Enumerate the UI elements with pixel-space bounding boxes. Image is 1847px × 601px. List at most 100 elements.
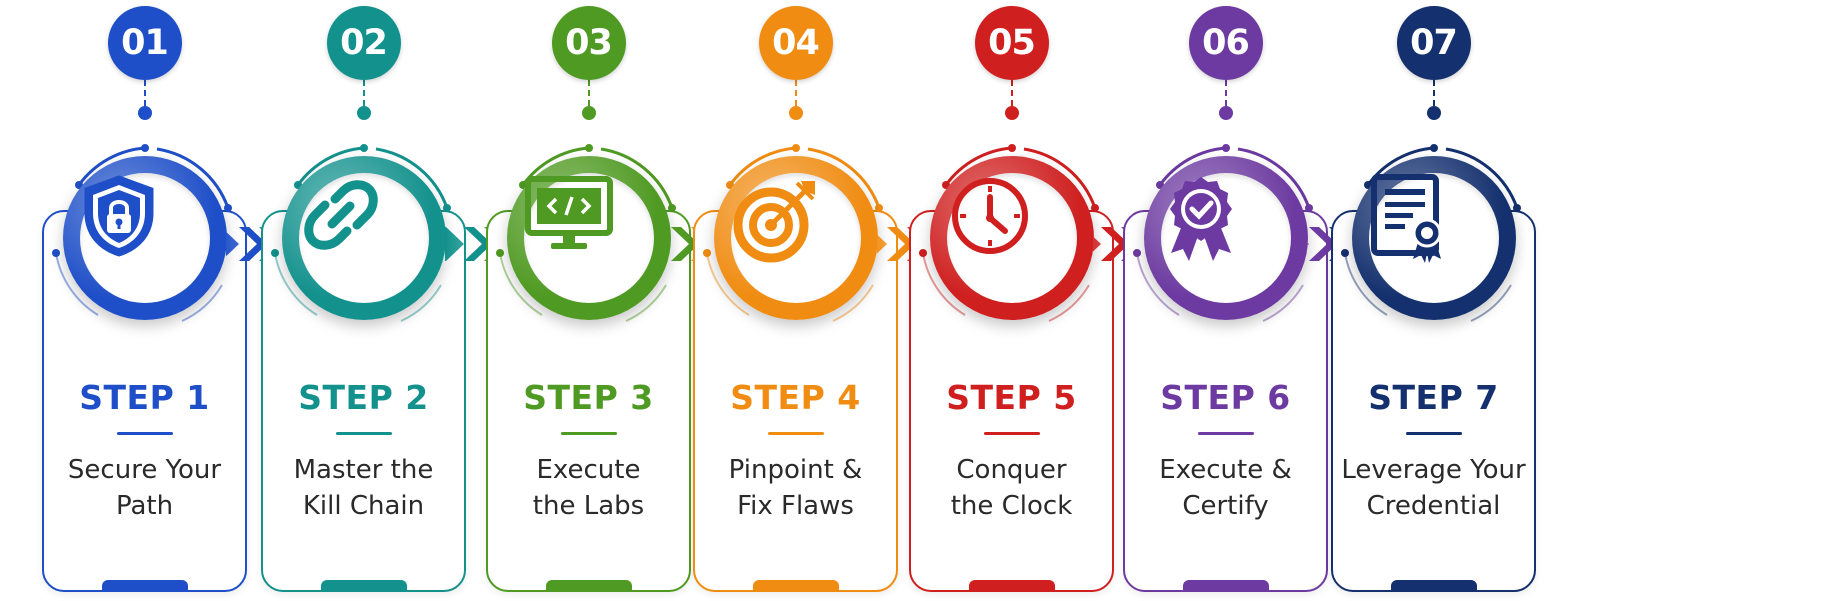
step-column: 04 STEP 4 (673, 0, 918, 601)
step-number: 06 (1202, 23, 1250, 63)
step-card-bar (968, 580, 1055, 592)
step-title-underline (1405, 432, 1462, 435)
step-column: 02 STEP 2 (241, 0, 486, 601)
connector-dot (581, 106, 596, 120)
step-number-badge: 07 (1396, 6, 1471, 80)
connector-dash (1432, 80, 1435, 106)
icon-circle (62, 156, 227, 320)
step-description-line: Execute (536, 455, 641, 485)
step-number-badge: 01 (107, 6, 182, 80)
step-number-badge: 05 (974, 6, 1049, 80)
step-title: STEP 2 (298, 378, 429, 417)
step-icon-ring (899, 125, 1125, 351)
step-description-line: Credential (1366, 491, 1501, 521)
connector-dash (794, 80, 797, 106)
step-description-line: Conquer (956, 455, 1067, 485)
step-number-badge: 04 (758, 6, 833, 80)
step-description-line: Secure Your (67, 455, 222, 485)
step-number: 07 (1410, 23, 1458, 63)
connector-dot (137, 106, 152, 120)
shield-lock-icon (79, 173, 210, 303)
icon-circle (281, 156, 446, 320)
step-number: 02 (340, 23, 388, 63)
step-description-line: Master the (293, 455, 434, 485)
target-icon (730, 173, 861, 303)
connector-dot (1218, 106, 1233, 120)
step-icon-ring (32, 125, 258, 351)
step-title-underline (983, 432, 1040, 435)
connector-dash (362, 80, 365, 106)
award-badge-icon (1160, 173, 1291, 303)
step-description: Execute the Labs (478, 452, 699, 524)
step-number-badge: 06 (1188, 6, 1263, 80)
step-description-line: Pinpoint & (728, 455, 863, 485)
step-title-underline (116, 432, 173, 435)
connector-dash (1010, 80, 1013, 106)
decorative-arcs (51, 144, 232, 322)
icon-circle (1351, 156, 1516, 320)
icon-circle (929, 156, 1094, 320)
decorative-arcs (270, 144, 451, 322)
step-title-underline (767, 432, 824, 435)
step-description-line: Leverage Your (1341, 455, 1526, 485)
step-description: Leverage Your Credential (1323, 452, 1544, 524)
step-description: Conquer the Clock (901, 452, 1122, 524)
step-title: STEP 4 (730, 378, 861, 417)
step-card-bar (101, 580, 188, 592)
step-column: 05 STEP 5 (889, 0, 1134, 601)
step-icon-ring (251, 125, 477, 351)
step-card-bar (1390, 580, 1477, 592)
clock-icon (946, 173, 1077, 303)
step-icon-ring (476, 125, 702, 351)
step-title: STEP 1 (79, 378, 210, 417)
connector-dot (1426, 106, 1441, 120)
step-title: STEP 6 (1160, 378, 1291, 417)
step-icon-ring (1321, 125, 1547, 351)
step-icon-ring (683, 125, 909, 351)
step-description-line: Fix Flaws (737, 491, 854, 521)
icon-circle (713, 156, 878, 320)
step-number: 04 (772, 23, 820, 63)
connector-dash (143, 80, 146, 106)
step-number: 01 (121, 23, 169, 63)
step-description: Secure Your Path (34, 452, 255, 524)
step-description-line: Path (115, 491, 174, 521)
decorative-arcs (702, 144, 883, 322)
step-title-underline (560, 432, 617, 435)
step-number: 03 (565, 23, 613, 63)
step-description: Master the Kill Chain (253, 452, 474, 524)
step-card-bar (752, 580, 839, 592)
step-title-underline (1197, 432, 1254, 435)
connector-dot (356, 106, 371, 120)
connector-dash (587, 80, 590, 106)
step-description: Execute & Certify (1115, 452, 1336, 524)
step-number-badge: 02 (326, 6, 401, 80)
icon-circle (506, 156, 671, 320)
step-column: 01 STEP 1 (22, 0, 267, 601)
icon-circle (1143, 156, 1308, 320)
decorative-arcs (918, 144, 1099, 322)
step-column: 03 STEP 3 (466, 0, 711, 601)
step-description-line: Execute & (1159, 455, 1292, 485)
step-card-bar (320, 580, 407, 592)
step-column: 07 (1311, 0, 1556, 601)
step-description-line: the Clock (950, 491, 1073, 521)
step-number-badge: 03 (551, 6, 626, 80)
step-title: STEP 3 (523, 378, 654, 417)
connector-dot (1004, 106, 1019, 120)
step-description-line: Certify (1182, 491, 1269, 521)
step-icon-ring (1113, 125, 1339, 351)
step-card-bar (545, 580, 632, 592)
step-title-underline (335, 432, 392, 435)
step-description-line: Kill Chain (302, 491, 425, 521)
connector-dot (788, 106, 803, 120)
code-monitor-icon (523, 173, 654, 303)
chain-link-icon (298, 173, 429, 303)
step-number: 05 (988, 23, 1036, 63)
step-description: Pinpoint & Fix Flaws (685, 452, 906, 524)
connector-dash (1224, 80, 1227, 106)
step-title: STEP 5 (946, 378, 1077, 417)
step-column: 06 STEP 6 (1103, 0, 1348, 601)
decorative-arcs (1132, 144, 1313, 322)
